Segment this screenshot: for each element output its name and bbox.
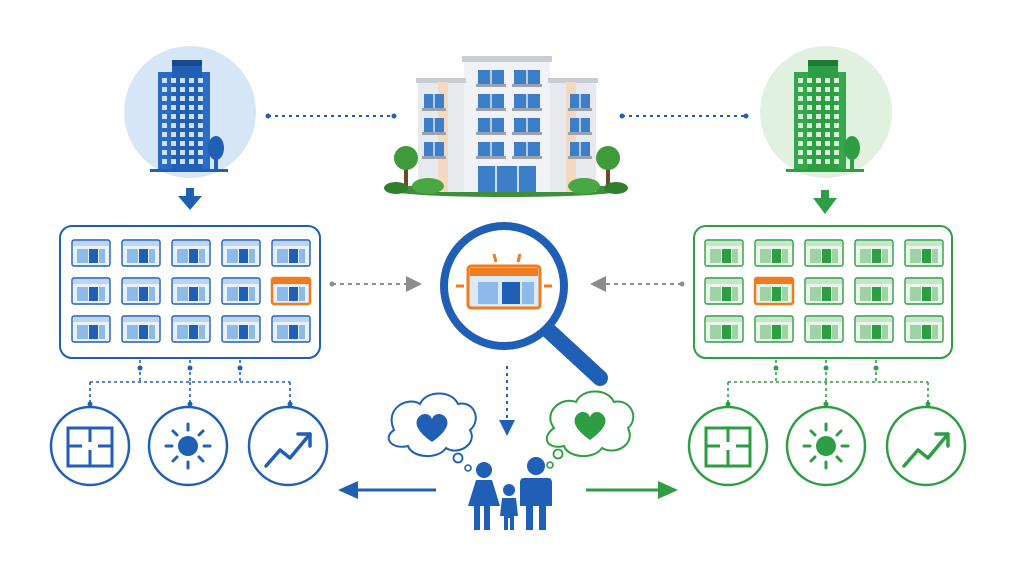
left-down-arrow — [178, 188, 202, 210]
arrow-start-dot — [329, 281, 335, 287]
right-feature-connectors — [727, 360, 929, 404]
unit-cell — [271, 315, 311, 343]
right-unit-grid — [704, 239, 944, 343]
right-floor-plan-badge — [687, 405, 769, 487]
left-thought-bubble — [387, 392, 477, 472]
unit-cell — [171, 315, 211, 343]
right-sun-badge — [785, 405, 867, 487]
unit-cell — [704, 315, 744, 343]
bottom-right-arrow — [586, 481, 678, 499]
unit-cell — [854, 239, 894, 267]
left-floor-plan-badge — [49, 405, 131, 487]
bottom-left-arrow — [338, 481, 436, 499]
unit-cell — [904, 239, 944, 267]
highlighted-unit-icon — [456, 253, 552, 310]
family-icon — [468, 457, 552, 530]
unit-cell — [704, 277, 744, 305]
highlighted-unit-cell — [270, 276, 312, 306]
unit-cell — [854, 315, 894, 343]
unit-cell — [754, 239, 794, 267]
unit-cell — [271, 239, 311, 267]
blue-tower-building-icon — [150, 60, 228, 172]
unit-cell — [754, 315, 794, 343]
unit-cell — [221, 315, 261, 343]
unit-cell — [71, 277, 111, 305]
unit-cell — [121, 277, 161, 305]
left-building-badge — [124, 46, 256, 178]
arrow-start-dot — [679, 281, 685, 287]
unit-cell — [804, 239, 844, 267]
left-link-dot — [265, 113, 271, 119]
right-down-arrow — [813, 190, 837, 214]
right-feature-dots — [725, 365, 931, 407]
right-trend-badge — [885, 405, 967, 487]
unit-cell — [804, 315, 844, 343]
unit-cell — [904, 277, 944, 305]
right-link-dot — [743, 113, 749, 119]
right-building-badge — [760, 46, 892, 178]
unit-cell — [121, 239, 161, 267]
unit-cell — [171, 239, 211, 267]
left-trend-badge — [247, 405, 329, 487]
right-thought-bubble — [545, 390, 635, 469]
left-feature-connectors — [89, 360, 291, 404]
unit-cell — [221, 277, 261, 305]
sun-icon — [164, 422, 212, 470]
unit-cell — [71, 315, 111, 343]
right-link-dot — [619, 113, 625, 119]
left-sun-badge — [147, 405, 229, 487]
trend-up-icon — [264, 432, 312, 468]
floor-plan-icon — [704, 426, 752, 468]
highlighted-unit-cell — [753, 276, 795, 306]
blue-heart-icon — [416, 413, 448, 442]
floor-plan-icon — [66, 426, 114, 468]
unit-cell — [121, 315, 161, 343]
unit-cell — [804, 277, 844, 305]
trend-up-icon — [902, 432, 950, 468]
unit-cell — [221, 239, 261, 267]
sun-icon — [802, 422, 850, 470]
unit-cell — [854, 277, 894, 305]
unit-cell — [171, 277, 211, 305]
unit-cell — [904, 315, 944, 343]
unit-cell — [704, 239, 744, 267]
green-heart-icon — [574, 411, 606, 440]
unit-cell — [71, 239, 111, 267]
green-tower-building-icon — [786, 60, 864, 172]
left-feature-dots — [87, 365, 293, 407]
magnifying-glass-icon — [440, 222, 608, 386]
left-unit-grid — [71, 239, 312, 343]
left-link-dot — [391, 113, 397, 119]
apartment-building-icon — [384, 56, 628, 197]
